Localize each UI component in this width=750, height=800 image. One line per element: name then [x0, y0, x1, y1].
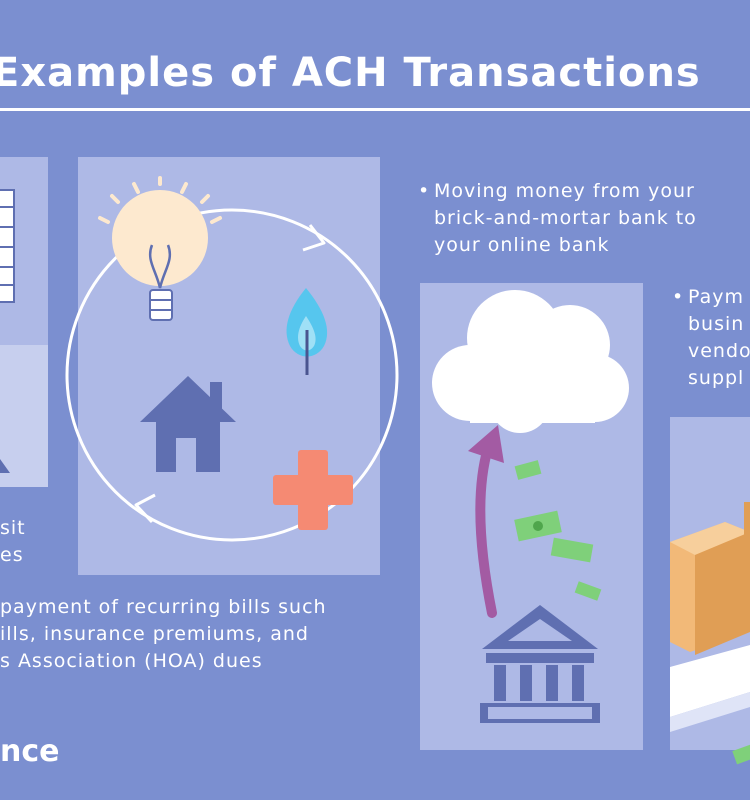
recurring-bills-line-1: payment of recurring bills such: [0, 596, 327, 618]
direct-deposit-line-1: sit: [0, 517, 26, 539]
vendor-payment-line-4: suppl: [688, 367, 745, 389]
title-divider: [0, 108, 750, 111]
vendor-payment-line-3: vendo: [688, 340, 750, 362]
recurring-bills-line-2: ills, insurance premiums, and: [0, 623, 309, 645]
cycle-arrow-icon: [65, 208, 399, 542]
recurring-bills-illustration: [65, 176, 399, 542]
vendor-payment-bullet: •: [672, 286, 685, 308]
vendor-payment-line-1: Paym: [688, 286, 744, 308]
bank-transfer-illustration: [432, 290, 629, 723]
direct-deposit-line-2: es: [0, 544, 24, 566]
cloud-icon: [432, 290, 629, 433]
bank-transfer-line-2: brick-and-mortar bank to: [434, 207, 697, 229]
recurring-bills-line-3: s Association (HOA) dues: [0, 650, 263, 672]
paystub-icon: [0, 189, 48, 487]
house-icon: [140, 376, 236, 472]
brand-logo: nce: [0, 734, 60, 769]
light-bulb-icon: [98, 176, 222, 321]
vendor-payment-illustration: [670, 502, 750, 765]
shipping-box-icon: [670, 502, 750, 732]
upload-arrow-icon: [468, 425, 504, 618]
page-title: Examples of ACH Transactions: [0, 50, 701, 96]
medical-cross-icon: [273, 450, 353, 530]
money-bill-icon: [732, 743, 750, 765]
direct-deposit-panel: [0, 157, 48, 487]
bank-building-icon: [480, 605, 600, 723]
bank-transfer-line-1: Moving money from your: [434, 180, 695, 202]
bank-transfer-line-3: your online bank: [434, 234, 610, 256]
gas-flame-icon: [286, 288, 328, 375]
money-bills-icon: [514, 460, 602, 601]
bank-transfer-bullet: •: [418, 180, 431, 202]
vendor-payment-line-2: busin: [688, 313, 745, 335]
